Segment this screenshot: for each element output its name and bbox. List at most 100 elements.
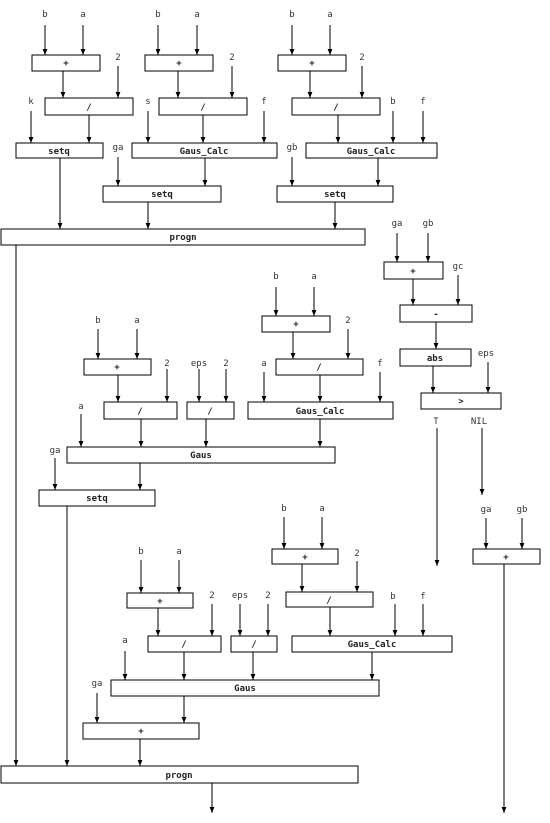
node-plus: + (472, 548, 541, 565)
input-label: a (78, 402, 83, 412)
svg-text:+: + (176, 59, 182, 69)
node-plus: + (82, 722, 200, 740)
input-label: f (420, 97, 425, 107)
node-plus: + (383, 261, 444, 280)
svg-text:setq: setq (86, 494, 108, 504)
svg-text:+: + (410, 267, 416, 277)
input-label: b (281, 504, 286, 514)
svg-text:+: + (63, 59, 69, 69)
input-label: ga (113, 143, 124, 153)
input-label: 2 (115, 53, 120, 63)
input-label: b (155, 10, 160, 20)
svg-text:Gaus_Calc: Gaus_Calc (180, 147, 229, 157)
svg-text:/: / (251, 640, 256, 650)
input-label: eps (232, 591, 248, 601)
svg-text:/: / (316, 363, 321, 373)
input-label: ga (92, 679, 103, 689)
node-divide: / (103, 401, 178, 420)
input-label: a (319, 504, 324, 514)
input-label: a (122, 636, 127, 646)
node-plus: + (261, 315, 331, 333)
svg-text:+: + (138, 727, 144, 737)
input-label: a (311, 272, 316, 282)
svg-text:setq: setq (324, 190, 346, 200)
node-abs: abs (399, 348, 472, 367)
node-plus: + (31, 54, 101, 72)
node-gaus-calc: Gaus_Calc (305, 142, 438, 159)
svg-text:Gaus_Calc: Gaus_Calc (348, 640, 397, 650)
input-label: a (176, 547, 181, 557)
svg-text:progn: progn (165, 771, 192, 781)
input-label: ga (481, 505, 492, 515)
input-labels: b a b a b a 2 2 2 k s f b f ga gb ga gb … (28, 10, 527, 689)
svg-text:/: / (207, 407, 212, 417)
node-divide: / (275, 358, 364, 376)
edges (13, 25, 525, 813)
input-label: ga (392, 219, 403, 229)
node-progn: progn (0, 228, 366, 246)
input-label: gc (453, 262, 464, 272)
input-label: 2 (164, 359, 169, 369)
input-label: gb (287, 143, 298, 153)
input-label: f (261, 97, 266, 107)
input-label: b (138, 547, 143, 557)
input-label: a (134, 316, 139, 326)
node-divide: / (230, 635, 278, 653)
input-label: a (194, 10, 199, 20)
svg-text:+: + (157, 597, 163, 607)
nodes: + / setq + / Gaus_Calc setq + / Gaus_Cal… (0, 54, 541, 784)
svg-text:/: / (326, 596, 331, 606)
svg-text:setq: setq (151, 190, 173, 200)
input-label: 2 (223, 359, 228, 369)
node-plus: + (277, 54, 347, 72)
svg-text:Gaus_Calc: Gaus_Calc (296, 407, 345, 417)
svg-text:+: + (302, 553, 308, 563)
svg-text:/: / (200, 103, 205, 113)
svg-text:+: + (293, 320, 299, 330)
svg-text:abs: abs (427, 354, 443, 364)
input-label: 2 (229, 53, 234, 63)
node-greater-than: > (420, 392, 502, 410)
node-plus: + (83, 358, 152, 376)
input-label: s (145, 97, 150, 107)
node-plus: + (144, 54, 214, 72)
svg-text:+: + (503, 553, 509, 563)
svg-text:+: + (309, 59, 315, 69)
input-label: b (273, 272, 278, 282)
node-plus: + (271, 548, 339, 565)
node-setq: setq (102, 185, 222, 203)
svg-text:Gaus: Gaus (234, 684, 256, 694)
input-label: a (327, 10, 332, 20)
input-label: eps (191, 359, 207, 369)
node-gaus-calc: Gaus_Calc (291, 635, 453, 653)
input-label: 2 (359, 53, 364, 63)
node-divide: / (285, 591, 374, 608)
input-label: ga (50, 446, 61, 456)
node-gaus: Gaus (110, 679, 380, 697)
svg-text:Gaus: Gaus (190, 451, 212, 461)
node-divide: / (186, 401, 235, 420)
svg-text:+: + (114, 363, 120, 373)
svg-text:setq: setq (48, 147, 70, 157)
input-label: T (433, 417, 439, 427)
svg-text:-: - (433, 310, 438, 320)
svg-text:progn: progn (169, 233, 196, 243)
node-plus: + (126, 592, 194, 609)
node-minus: - (399, 304, 473, 323)
input-label: b (289, 10, 294, 20)
input-label: k (28, 97, 34, 107)
input-label: b (390, 97, 395, 107)
input-label: NIL (471, 417, 487, 427)
svg-text:/: / (333, 103, 338, 113)
input-label: f (420, 592, 425, 602)
input-label: gb (517, 505, 528, 515)
node-divide: / (44, 97, 134, 116)
node-divide: / (291, 97, 381, 116)
input-label: a (80, 10, 85, 20)
input-label: eps (478, 349, 494, 359)
node-progn: progn (0, 765, 359, 784)
svg-text:/: / (181, 640, 186, 650)
node-setq: setq (15, 142, 104, 159)
input-label: f (377, 359, 382, 369)
